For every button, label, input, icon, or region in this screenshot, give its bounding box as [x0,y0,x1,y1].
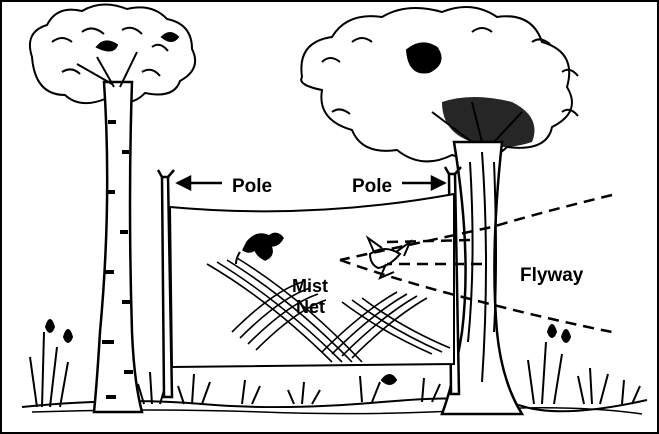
flyway-lines [339,193,613,334]
left-tree-leaves [51,26,180,77]
right-tree-trunk [440,140,525,416]
net-label: Net [296,297,325,317]
right-tree-shade [405,42,442,74]
pole-arrows [175,174,447,192]
mist-net-mesh [206,257,451,363]
right-tree [300,6,579,416]
pole-label-left: Pole [232,176,272,197]
left-tree-bark [102,120,133,399]
pole-label-right: Pole [352,176,392,197]
left-tree-canopy [28,3,196,105]
mist-label: Mist [292,276,328,296]
left-tree [28,3,196,414]
grass [29,319,641,408]
flyway-label: Flyway [520,265,584,286]
caught-bird [235,232,284,265]
right-tree-dark-foliage [442,97,535,147]
right-tree-leaves [321,27,579,117]
left-tree-trunk [92,80,144,414]
mist-net [168,192,455,369]
right-tree-bark [431,101,523,383]
left-pole [156,169,175,399]
